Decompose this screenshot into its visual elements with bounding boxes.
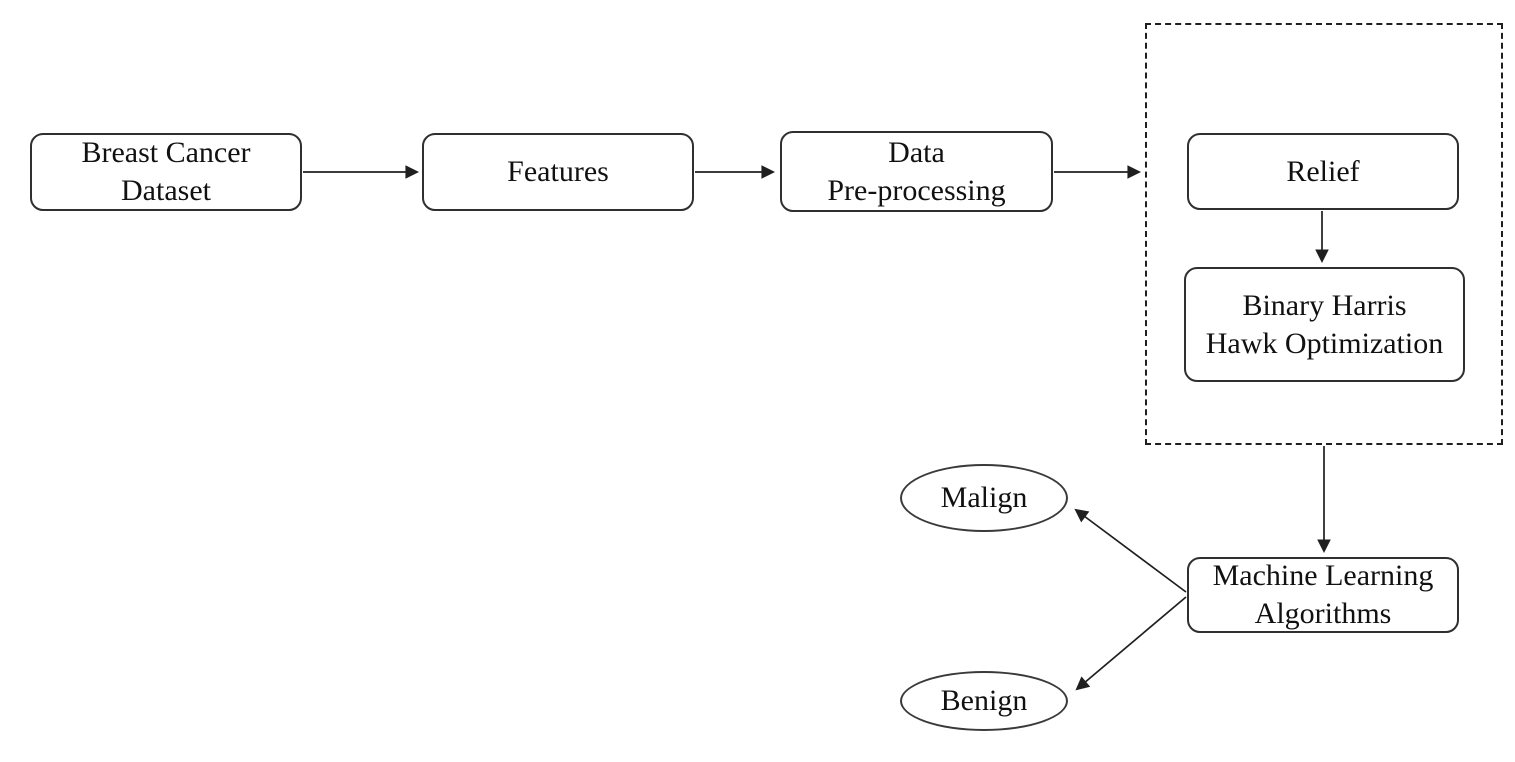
- node-data-preprocessing: Data Pre-processing: [780, 131, 1053, 212]
- node-label: Malign: [940, 481, 1028, 514]
- node-features: Features: [422, 133, 694, 211]
- node-label: Breast Cancer: [81, 136, 251, 169]
- node-label: Benign: [940, 684, 1028, 717]
- feature-selection-group: [1145, 23, 1503, 445]
- arrow-ml-to-malign: [1074, 508, 1187, 593]
- node-label: Relief: [1286, 154, 1360, 188]
- node-malign: Malign: [900, 464, 1068, 532]
- node-label: Dataset: [121, 174, 211, 207]
- arrow-ml-to-benign: [1075, 596, 1187, 691]
- node-label: Hawk Optimization: [1205, 326, 1444, 360]
- node-machine-learning-algorithms: Machine Learning Algorithms: [1187, 557, 1459, 633]
- node-label: Binary Harris: [1242, 288, 1407, 322]
- node-label: Machine Learning: [1212, 559, 1434, 592]
- node-benign: Benign: [900, 671, 1068, 731]
- node-label: Data: [888, 135, 945, 169]
- node-label: Features: [507, 155, 609, 188]
- node-label: Algorithms: [1254, 597, 1392, 630]
- node-binary-harris-hawk-optimization: Binary Harris Hawk Optimization: [1184, 267, 1465, 382]
- node-breast-cancer-dataset: Breast Cancer Dataset: [30, 133, 302, 211]
- node-relief: Relief: [1187, 133, 1459, 210]
- node-label: Pre-processing: [827, 173, 1006, 207]
